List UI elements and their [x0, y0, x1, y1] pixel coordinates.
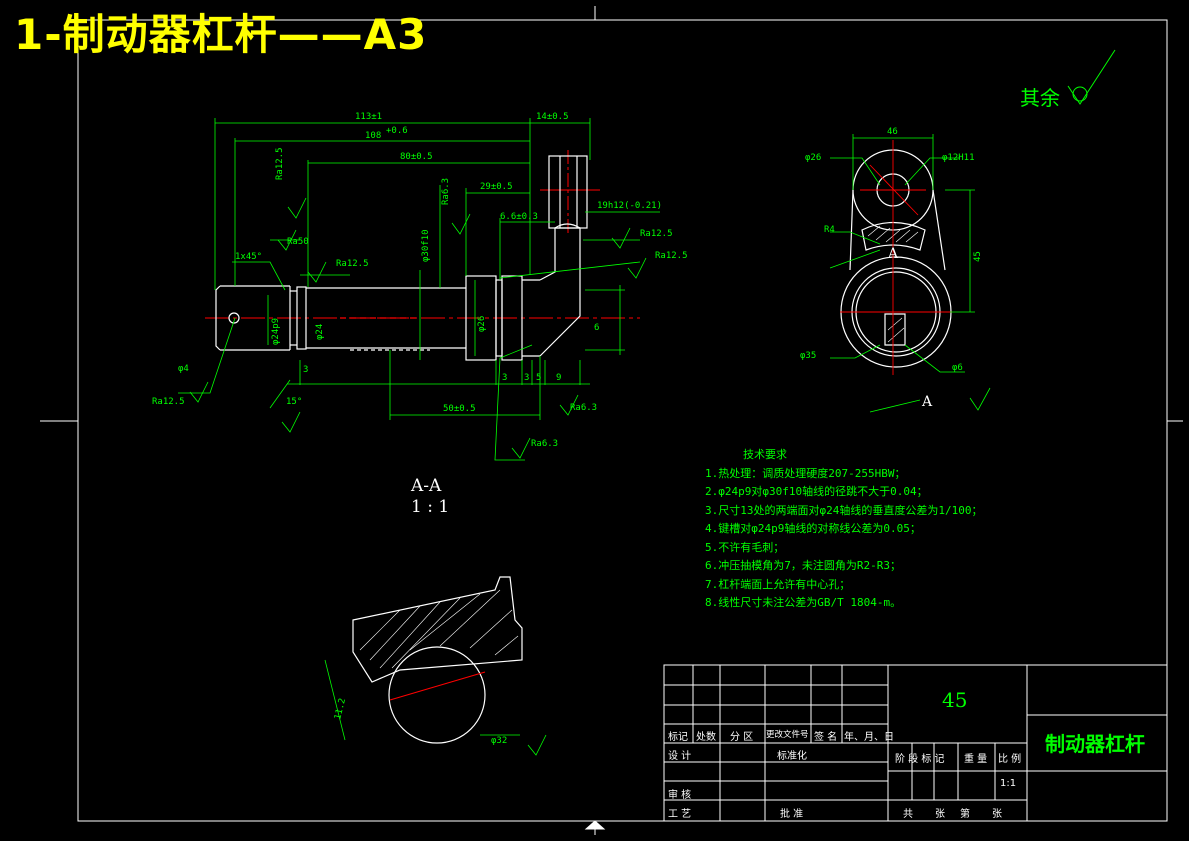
roughness-other-icon: [1067, 49, 1116, 105]
dim-3-c: 3: [524, 373, 529, 383]
dim-50: 50±0.5: [443, 404, 476, 414]
dim-29: 29±0.5: [480, 182, 513, 192]
dim-15deg: 15°: [286, 397, 302, 407]
dim-108-tol: +0.6: [386, 126, 408, 136]
tb-zone: 分 区: [730, 732, 754, 743]
tb-count: 处数: [696, 732, 716, 743]
scale-value: 1:1: [1000, 778, 1017, 789]
rough-ra12-5-c: Ra12.5: [640, 229, 673, 239]
section-aa-label: A-A 1 : 1: [411, 476, 449, 518]
dim-phi30f10: φ30f10: [421, 229, 431, 262]
tb-mark: 标记: [668, 732, 688, 743]
tb-process: 工 艺: [668, 809, 692, 820]
tb-check: 审 核: [668, 790, 692, 801]
tech-req-item: 2.φ24p9对φ30f10轴线的径跳不大于0.04；: [705, 485, 928, 498]
title-block: [663, 664, 1168, 822]
dim-6: 6: [594, 323, 599, 333]
rough-ra50: Ra50: [287, 237, 309, 247]
dim-chamfer: 1x45°: [235, 252, 262, 262]
tech-req-item: 5.不许有毛刺；: [705, 540, 785, 554]
tb-ratio: 比 例: [998, 754, 1022, 765]
tb-standardize: 标准化: [777, 751, 807, 762]
dim-45: 45: [973, 251, 983, 262]
section-name: A-A: [411, 476, 442, 496]
dim-phi24p9: φ24p9: [271, 318, 281, 345]
dim-3-b: 3: [502, 373, 507, 383]
dim-113: 113±1: [355, 112, 382, 122]
lever-side-view: 46 45 φ26 φ12H11 R4 φ35 φ6 A A: [800, 127, 991, 413]
tb-date: 年、月、日: [844, 732, 894, 743]
roughness-symbols: [189, 197, 647, 459]
dim-phi32: φ32: [491, 736, 507, 746]
tb-change-doc: 更改文件号: [766, 730, 809, 740]
dim-phi24: φ24: [315, 324, 325, 340]
rough-ra6-3-b: Ra6.3: [531, 439, 558, 449]
tb-total: 共: [903, 809, 913, 820]
dim-46: 46: [887, 127, 898, 137]
dim-80: 80±0.5: [400, 152, 433, 162]
tb-design: 设 计: [668, 751, 692, 762]
dim-14: 14±0.5: [536, 112, 569, 122]
tb-sheets: 张: [935, 809, 945, 820]
rough-ra6-3-a: Ra6.3: [570, 403, 597, 413]
rough-ra12-5-b: Ra12.5: [655, 251, 688, 261]
sheet-banner-title: 1-制动器杠杆——A3: [14, 10, 428, 59]
section-scale: 1 : 1: [411, 497, 450, 517]
dim-6-6: 6.6±0.3: [500, 212, 538, 222]
tb-page-sheets: 张: [992, 809, 1002, 820]
rough-ra6-3-v: Ra6.3: [441, 178, 451, 205]
tech-req-item: 8.线性尺寸未注公差为GB/T 1804-m。: [705, 596, 902, 609]
view-label-a2: A: [921, 394, 933, 410]
tech-req-item: 3.尺寸13处的两端面对φ24轴线的垂直度公差为1/100；: [705, 503, 983, 517]
part-name: 制动器杠杆: [1045, 732, 1145, 756]
view-label-a: A: [887, 246, 899, 262]
tb-signature: 签 名: [814, 732, 838, 743]
dim-phi6: φ6: [952, 363, 963, 373]
dim-108: 108: [365, 131, 381, 141]
dim-phi12h11: φ12H11: [942, 153, 975, 163]
tech-req-item: 4.键槽对φ24p9轴线的对称线公差为0.05；: [705, 522, 921, 535]
rough-ra12-5-v1: Ra12.5: [275, 147, 285, 180]
dim-phi4: φ4: [178, 364, 189, 374]
dim-5: 5: [536, 373, 541, 383]
sheet-frame: [40, 6, 1183, 835]
tech-req-title: 技术要求: [743, 448, 787, 461]
technical-requirements: 技术要求 1.热处理：调质处理硬度207-255HBW； 2.φ24p9对φ30…: [705, 446, 982, 613]
dim-phi26-right: φ26: [805, 153, 821, 163]
rough-other-label: 其余: [1020, 86, 1060, 110]
dim-3-a: 3: [303, 365, 308, 375]
tech-req-item: 7.杠杆端面上允许有中心孔；: [705, 577, 851, 591]
dim-19h12: 19h12(-0.21): [597, 201, 662, 211]
shaft-front-view: 113±1 108 +0.6 80±0.5 14±0.5 29±0.5 6.6±…: [152, 112, 688, 461]
tb-approve: 批 准: [780, 809, 804, 820]
rough-ra12-5-a: Ra12.5: [336, 259, 369, 269]
tb-weight: 重 量: [964, 754, 988, 765]
tech-req-item: 6.冲压抽模角为7，未注圆角为R2-R3；: [705, 559, 901, 572]
material-value: 45: [942, 688, 968, 712]
dim-9: 9: [556, 373, 561, 383]
section-aa-view: 11.2 φ32: [324, 576, 547, 756]
rough-ra12-5-d: Ra12.5: [152, 397, 185, 407]
dim-phi35: φ35: [800, 351, 816, 361]
dim-phi26: φ26: [477, 316, 487, 332]
tb-stage-mark: 阶 段 标 记: [895, 754, 945, 765]
dim-r4: R4: [824, 225, 835, 235]
tech-req-item: 1.热处理：调质处理硬度207-255HBW；: [705, 466, 906, 480]
tb-page: 第: [960, 809, 970, 820]
